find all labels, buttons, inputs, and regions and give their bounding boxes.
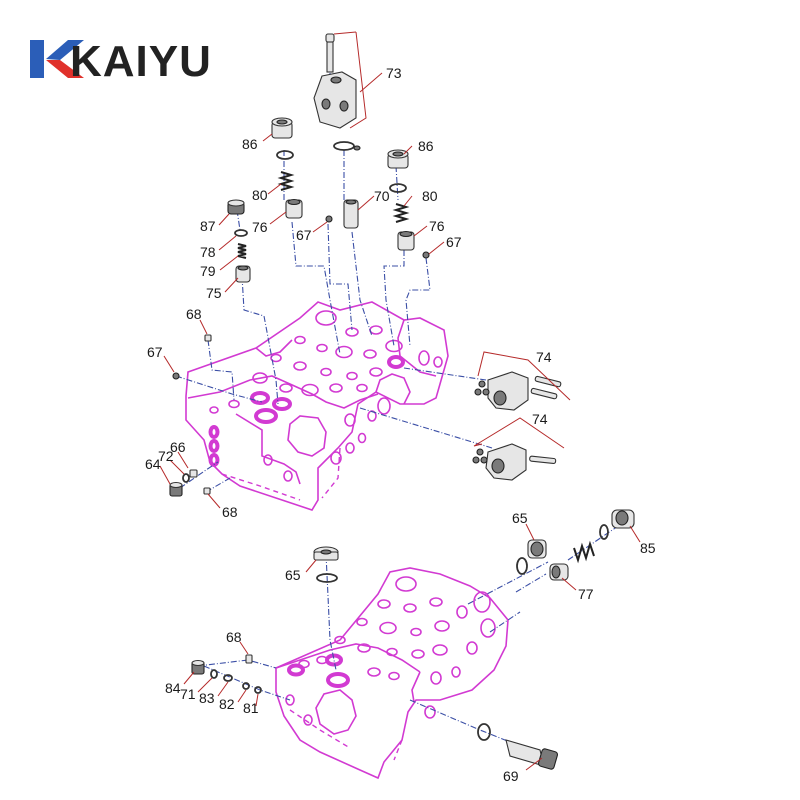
callout-74-upper: 74 xyxy=(536,349,552,365)
part-65-plug-right xyxy=(527,539,547,559)
part-74-block-lower xyxy=(472,443,557,481)
parts xyxy=(169,33,635,770)
part-70-valve xyxy=(343,199,359,229)
callout-68-a: 68 xyxy=(186,306,202,322)
part-80-spring-left xyxy=(277,171,295,191)
callout-labels: 73 86 86 80 80 70 87 76 76 67 67 78 79 7… xyxy=(145,65,656,784)
leader-lines xyxy=(159,31,641,771)
part-87-plug xyxy=(227,199,245,215)
callout-82: 82 xyxy=(219,696,235,712)
callout-65-top: 65 xyxy=(285,567,301,583)
callout-74-lower: 74 xyxy=(532,411,548,427)
callout-77: 77 xyxy=(578,586,594,602)
callout-65-right: 65 xyxy=(512,510,528,526)
part-67-plug-b xyxy=(422,251,430,259)
callout-87: 87 xyxy=(200,218,216,234)
callout-79: 79 xyxy=(200,263,216,279)
upper-valve-body xyxy=(185,301,449,511)
callout-84: 84 xyxy=(165,680,181,696)
part-86-plug-left xyxy=(271,117,293,139)
callout-69: 69 xyxy=(503,768,519,784)
part-81-ring xyxy=(254,686,262,694)
callout-76-right: 76 xyxy=(429,218,445,234)
part-82-ring xyxy=(242,682,250,690)
part-85-plug xyxy=(611,509,635,529)
part-66-fitting xyxy=(189,469,198,478)
part-oring-right xyxy=(389,183,407,193)
callout-70: 70 xyxy=(374,188,390,204)
part-67-plug-c xyxy=(172,372,180,380)
callout-86-right: 86 xyxy=(418,138,434,154)
part-69-valve xyxy=(505,739,559,770)
part-80-spring-right xyxy=(392,203,410,223)
part-76-spool-right xyxy=(397,230,415,251)
part-oring-65 xyxy=(516,557,528,575)
callout-67-a: 67 xyxy=(296,227,312,243)
part-oring-65-top xyxy=(316,573,338,583)
callout-81: 81 xyxy=(243,700,259,716)
callout-73: 73 xyxy=(386,65,402,81)
part-64-plug xyxy=(169,481,183,497)
part-79-spring xyxy=(237,243,247,259)
callout-71: 71 xyxy=(180,686,196,702)
callout-72: 72 xyxy=(158,448,174,464)
part-84-plug xyxy=(191,659,205,675)
part-oring-left xyxy=(276,150,294,160)
part-76-spool-left xyxy=(285,198,303,219)
part-71-oring xyxy=(210,669,218,679)
part-oring-85 xyxy=(599,524,609,540)
part-67-plug-a xyxy=(325,215,333,223)
part-68-plug-b xyxy=(203,487,211,495)
callout-80-left: 80 xyxy=(252,187,268,203)
part-75-spool xyxy=(235,265,251,283)
lower-valve-body xyxy=(275,567,509,780)
callout-75: 75 xyxy=(206,285,222,301)
part-74-block-upper xyxy=(474,371,562,411)
callout-76-left: 76 xyxy=(252,219,268,235)
part-65-plug-top xyxy=(313,546,339,561)
callout-68-c: 68 xyxy=(226,629,242,645)
part-spring-85 xyxy=(573,540,595,564)
callout-78: 78 xyxy=(200,244,216,260)
callout-67-c: 67 xyxy=(147,344,163,360)
callout-67-b: 67 xyxy=(446,234,462,250)
callout-83: 83 xyxy=(199,690,215,706)
callout-85: 85 xyxy=(640,540,656,556)
callout-86-left: 86 xyxy=(242,136,258,152)
callout-66: 66 xyxy=(170,439,186,455)
callout-80-right: 80 xyxy=(422,188,438,204)
logo-text: KAIYU xyxy=(70,37,212,86)
part-68-plug-a xyxy=(204,334,212,342)
part-68-plug-c xyxy=(245,654,253,664)
part-83-ring xyxy=(223,674,233,682)
logo-k-icon xyxy=(30,40,84,78)
kaiyu-logo: KAIYU xyxy=(30,37,212,86)
part-oring-69 xyxy=(477,723,491,741)
part-78-oring xyxy=(234,229,248,237)
part-72-oring xyxy=(182,473,190,483)
callout-68-b: 68 xyxy=(222,504,238,520)
part-73-solenoid-bracket xyxy=(313,33,361,151)
part-86-plug-right xyxy=(387,149,409,169)
part-77-spool xyxy=(549,563,569,581)
callout-64: 64 xyxy=(145,456,161,472)
